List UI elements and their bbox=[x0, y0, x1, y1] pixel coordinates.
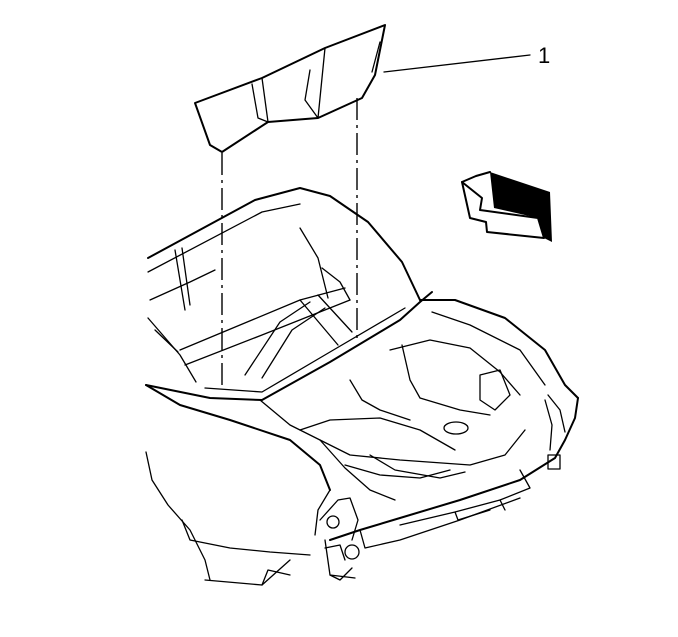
insulator-panel bbox=[194, 24, 386, 153]
callout-label: 1 bbox=[538, 43, 550, 68]
rear-quarter-panel bbox=[145, 384, 331, 586]
rear-bumper-area bbox=[319, 394, 579, 581]
trunk-compartment bbox=[145, 187, 579, 501]
direction-arrow bbox=[461, 171, 552, 242]
installation-guide-lines bbox=[221, 98, 358, 385]
callout-1: 1 bbox=[383, 43, 550, 73]
